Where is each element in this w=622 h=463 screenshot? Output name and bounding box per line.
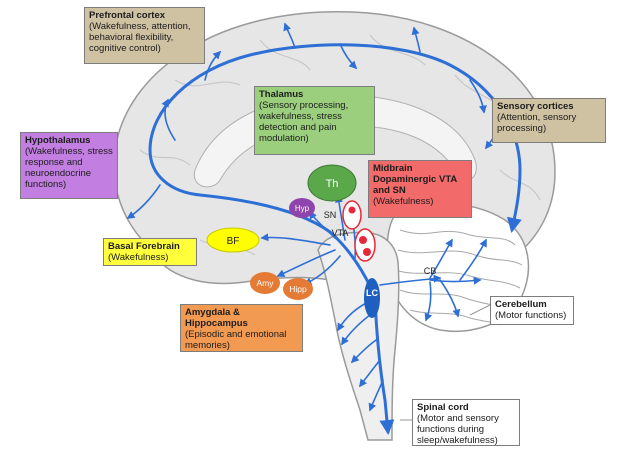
cerebellum-desc: (Motor functions) [495, 310, 567, 321]
node-hyp: Hyp [289, 198, 315, 218]
midbrain-box: Midbrain Dopaminergic VTA and SN (Wakefu… [368, 160, 472, 218]
vta-nucleus [354, 228, 376, 262]
connector-lines [400, 304, 491, 421]
node-lc: LC [364, 278, 380, 318]
dopaminergic-nuclei [342, 200, 376, 262]
hipp-node-label: Hipp [289, 284, 307, 294]
spinal-cord-title: Spinal cord [417, 402, 469, 413]
sensory-cortices-title: Sensory cortices [497, 101, 574, 112]
sensory-cortices-box: Sensory cortices (Attention, sensory pro… [492, 98, 606, 143]
hyp-node-label: Hyp [295, 204, 310, 213]
th-node-label: Th [326, 178, 339, 190]
midbrain-title: Midbrain Dopaminergic VTA and SN [373, 163, 457, 196]
spinal-cord-desc: (Motor and sensory functions during slee… [417, 413, 499, 446]
bf-node-shape [206, 227, 260, 253]
basal-forebrain-desc: (Wakefulness) [108, 252, 169, 263]
lc-node-label: LC [366, 288, 378, 298]
midbrain-desc: (Wakefulness) [373, 196, 434, 207]
prefrontal-cortex-box: Prefrontal cortex (Wakefulness, attentio… [84, 7, 205, 64]
prefrontal-cortex-desc: (Wakefulness, attention, behavioral flex… [89, 21, 191, 54]
thalamus-desc: (Sensory processing, wakefulness, stress… [259, 100, 349, 144]
amygdala-hippocampus-box: Amygdala & Hippocampus (Episodic and emo… [180, 304, 303, 352]
prefrontal-cortex-title: Prefrontal cortex [89, 10, 166, 21]
node-bf: BF [206, 227, 260, 253]
node-amy: Amy [250, 272, 280, 294]
sensory-cortices-desc: (Attention, sensory processing) [497, 112, 577, 134]
hypothalamus-box: Hypothalamus (Wakefulness, stress respon… [20, 132, 118, 199]
vta-label: VTA [332, 228, 349, 238]
amygdala-hippocampus-desc: (Episodic and emotional memories) [185, 329, 287, 351]
hyp-node-shape [289, 198, 315, 218]
sn-nucleus [342, 200, 362, 230]
node-hipp: Hipp [283, 278, 313, 300]
branch-arrows [126, 22, 506, 412]
hypothalamus-desc: (Wakefulness, stress response and neuroe… [25, 146, 113, 190]
cb-label: CB [424, 266, 437, 276]
node-th: Th [307, 164, 357, 202]
bf-node-label: BF [227, 236, 240, 247]
basal-forebrain-title: Basal Forebrain [108, 241, 180, 252]
vta-dot-1 [359, 236, 367, 244]
cerebellum-title: Cerebellum [495, 299, 547, 310]
amy-node-shape [250, 272, 280, 294]
basal-forebrain-box: Basal Forebrain (Wakefulness) [103, 238, 197, 266]
th-node-shape [307, 164, 357, 202]
hipp-node-shape [283, 278, 313, 300]
thalamus-title: Thalamus [259, 89, 304, 100]
hypothalamus-title: Hypothalamus [25, 135, 91, 146]
cerebellum-box: Cerebellum (Motor functions) [490, 296, 574, 325]
thalamus-box: Thalamus (Sensory processing, wakefulnes… [254, 86, 375, 155]
sn-dot [348, 206, 356, 214]
sn-label: SN [324, 210, 337, 220]
amygdala-hippocampus-title: Amygdala & Hippocampus [185, 307, 248, 329]
vta-dot-2 [363, 248, 371, 256]
amy-node-label: Amy [257, 278, 275, 288]
spinal-cord-box: Spinal cord (Motor and sensory functions… [412, 399, 520, 446]
lc-node-shape [364, 278, 380, 318]
